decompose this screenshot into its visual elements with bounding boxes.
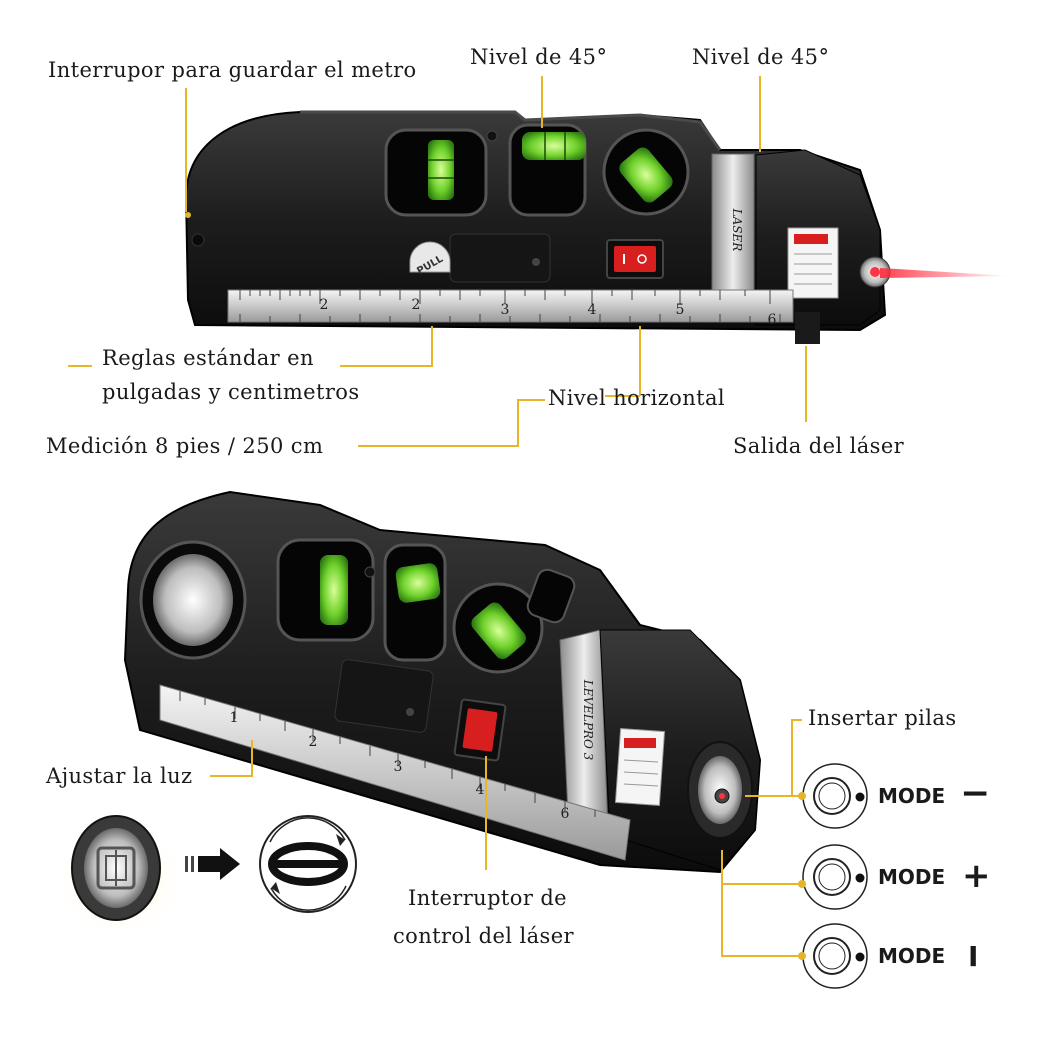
label-laser-switch-line1: Interruptor de (408, 886, 567, 910)
horizontal-vial (522, 132, 586, 160)
top-device-body (184, 111, 887, 332)
label-laser-output: Salida del láser (733, 434, 905, 458)
ruler-hook (795, 312, 820, 344)
arrow-right-icon (185, 848, 240, 880)
ruler-number: 3 (501, 302, 510, 318)
mode-i-label: MODE (878, 944, 946, 968)
bar-icon: I (968, 940, 979, 973)
bottom-laser-level: LEVELPRO 3 1 2 3 4 6 (123, 490, 762, 874)
label-level-45-a: Nivel de 45° (470, 45, 608, 69)
brand-text-top: LASER (730, 208, 744, 252)
vertical-vial (428, 140, 454, 200)
ruler-number: 4 (476, 782, 485, 798)
label-measurement: Medición 8 pies / 250 cm (46, 434, 324, 458)
bottom-ruler (159, 684, 631, 861)
ruler-number: 1 (230, 710, 239, 726)
bottom-ruler-ticks (179, 691, 596, 817)
ruler-number: 5 (676, 302, 685, 318)
label-meter-switch: Interrupor para guardar el metro (48, 58, 417, 82)
vial-window-b2 (383, 543, 447, 662)
mode-minus-label: MODE (878, 784, 946, 808)
plus-icon: + (962, 856, 991, 896)
label-adjust-light: Ajustar la luz (46, 764, 193, 788)
reel-screw (191, 233, 205, 247)
pull-tab[interactable] (409, 241, 451, 273)
ruler-number: 3 (394, 759, 403, 775)
ruler-number: 6 (768, 312, 777, 328)
ruler-number: 2 (320, 297, 329, 313)
callout-lines (68, 76, 807, 960)
mode-plus-label: MODE (878, 865, 946, 889)
label-laser-switch-line2: control del láser (393, 924, 574, 948)
tape-cover-bottom (334, 659, 434, 733)
tape-cover (449, 233, 551, 283)
mode-i-button[interactable] (802, 923, 868, 989)
ruler-number: 4 (588, 302, 597, 318)
mode-minus-button[interactable] (802, 763, 868, 829)
adjust-light-illustration (50, 815, 357, 940)
brand-text-bottom: LEVELPRO 3 (581, 679, 595, 761)
top-laser-level: PULL LASER (184, 110, 1010, 344)
minus-icon: − (960, 773, 991, 814)
label-level-45-b: Nivel de 45° (692, 45, 830, 69)
label-rulers-line1: Reglas estándar en (102, 346, 314, 370)
ruler-number: 2 (309, 734, 318, 750)
label-horizontal-level: Nivel horizontal (548, 386, 726, 410)
top-ruler-ticks (239, 290, 781, 322)
rotate-icon (259, 815, 357, 913)
angled-vial (619, 147, 673, 203)
mode-plus-button[interactable] (802, 844, 868, 910)
label-insert-batteries: Insertar pilas (808, 706, 957, 730)
brand-band (711, 153, 755, 307)
mode-buttons (802, 763, 868, 989)
ruler-number: 2 (412, 297, 421, 313)
label-rulers-line2: pulgadas y centimetros (102, 380, 360, 404)
ruler-number: 6 (561, 806, 570, 822)
laser-beam (880, 268, 1010, 278)
